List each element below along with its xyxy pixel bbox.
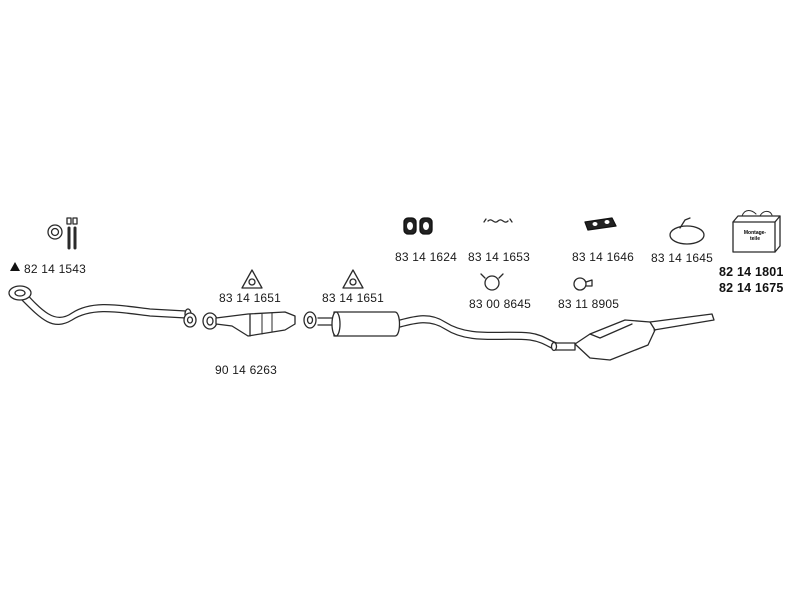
spring-clip-icon <box>483 218 513 223</box>
catalytic-converter <box>202 311 296 337</box>
part-number-clamp-ring: 83 00 8645 <box>469 297 532 311</box>
part-number-mount-block: 83 14 1646 <box>572 250 635 264</box>
clamp-ring-icon <box>480 273 504 291</box>
part-number-pipe-clamp: 83 11 8905 <box>558 297 620 311</box>
center-silencer <box>303 311 561 351</box>
warning-triangle-icon <box>10 262 20 271</box>
mounting-kit-box-label: Montage- teile <box>743 230 767 242</box>
gasket-icon-2 <box>342 269 364 289</box>
part-number-gasket-2: 83 14 1651 <box>322 291 385 305</box>
part-number-front-pipe-set: 82 14 1543 <box>24 262 87 276</box>
part-number-hanger-ring: 83 14 1645 <box>651 251 714 265</box>
rear-muffler <box>550 313 715 361</box>
mount-block-icon <box>584 217 617 231</box>
part-number-mounting-kit-2: 82 14 1675 <box>719 281 784 295</box>
part-number-mounting-kit-1: 82 14 1801 <box>719 265 784 279</box>
front-pipe <box>8 285 192 325</box>
part-number-rubber-mounts: 83 14 1624 <box>395 250 458 264</box>
gasket-icon-1 <box>241 269 263 289</box>
pipe-clamp-icon <box>573 277 593 291</box>
hanger-ring-icon <box>669 217 705 245</box>
flange-ring-1 <box>183 312 197 328</box>
mounting-kit-box-icon <box>732 210 781 253</box>
ring-and-bolts-icon <box>47 217 78 250</box>
part-number-spring-clip: 83 14 1653 <box>468 250 531 264</box>
part-number-catalytic-converter: 90 14 6263 <box>215 363 278 377</box>
part-number-gasket-1: 83 14 1651 <box>219 291 282 305</box>
